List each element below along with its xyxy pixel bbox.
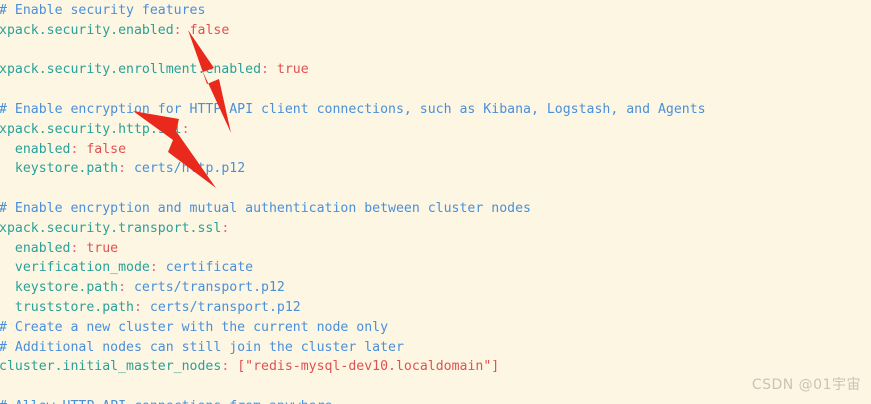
- code-line: xpack.security.http.ssl:: [0, 121, 190, 137]
- code-line: enabled: false: [0, 141, 127, 157]
- code-line: xpack.security.enrollment.enabled: true: [0, 62, 309, 78]
- code-line: [0, 377, 706, 397]
- code-line: # Enable encryption for HTTP API client …: [0, 101, 706, 117]
- code-line: enabled: true: [0, 240, 119, 256]
- csdn-watermark: CSDN @01宇宙: [751, 377, 861, 394]
- code-line: verification_mode: certificate: [0, 260, 254, 276]
- code-line: # Allow HTTP API connections from anywhe…: [0, 397, 706, 404]
- editor-text-area[interactable]: # Enable security features xpack.security…: [0, 1, 706, 404]
- code-line: xpack.security.transport.ssl:: [0, 220, 230, 236]
- code-line: [0, 80, 706, 100]
- code-line: truststore.path: certs/transport.p12: [0, 299, 301, 315]
- code-line: [0, 41, 706, 61]
- code-line: # Enable encryption and mutual authentic…: [0, 200, 531, 216]
- code-line: cluster.initial_master_nodes: ["redis-my…: [0, 359, 500, 375]
- code-line: keystore.path: certs/http.p12: [0, 161, 246, 177]
- code-line: keystore.path: certs/transport.p12: [0, 280, 285, 296]
- code-line: xpack.security.enabled: false: [0, 22, 230, 38]
- code-line: [0, 179, 706, 199]
- code-line: # Enable security features: [0, 3, 206, 18]
- code-line: # Create a new cluster with the current …: [0, 319, 389, 335]
- code-line: # Additional nodes can still join the cl…: [0, 339, 404, 355]
